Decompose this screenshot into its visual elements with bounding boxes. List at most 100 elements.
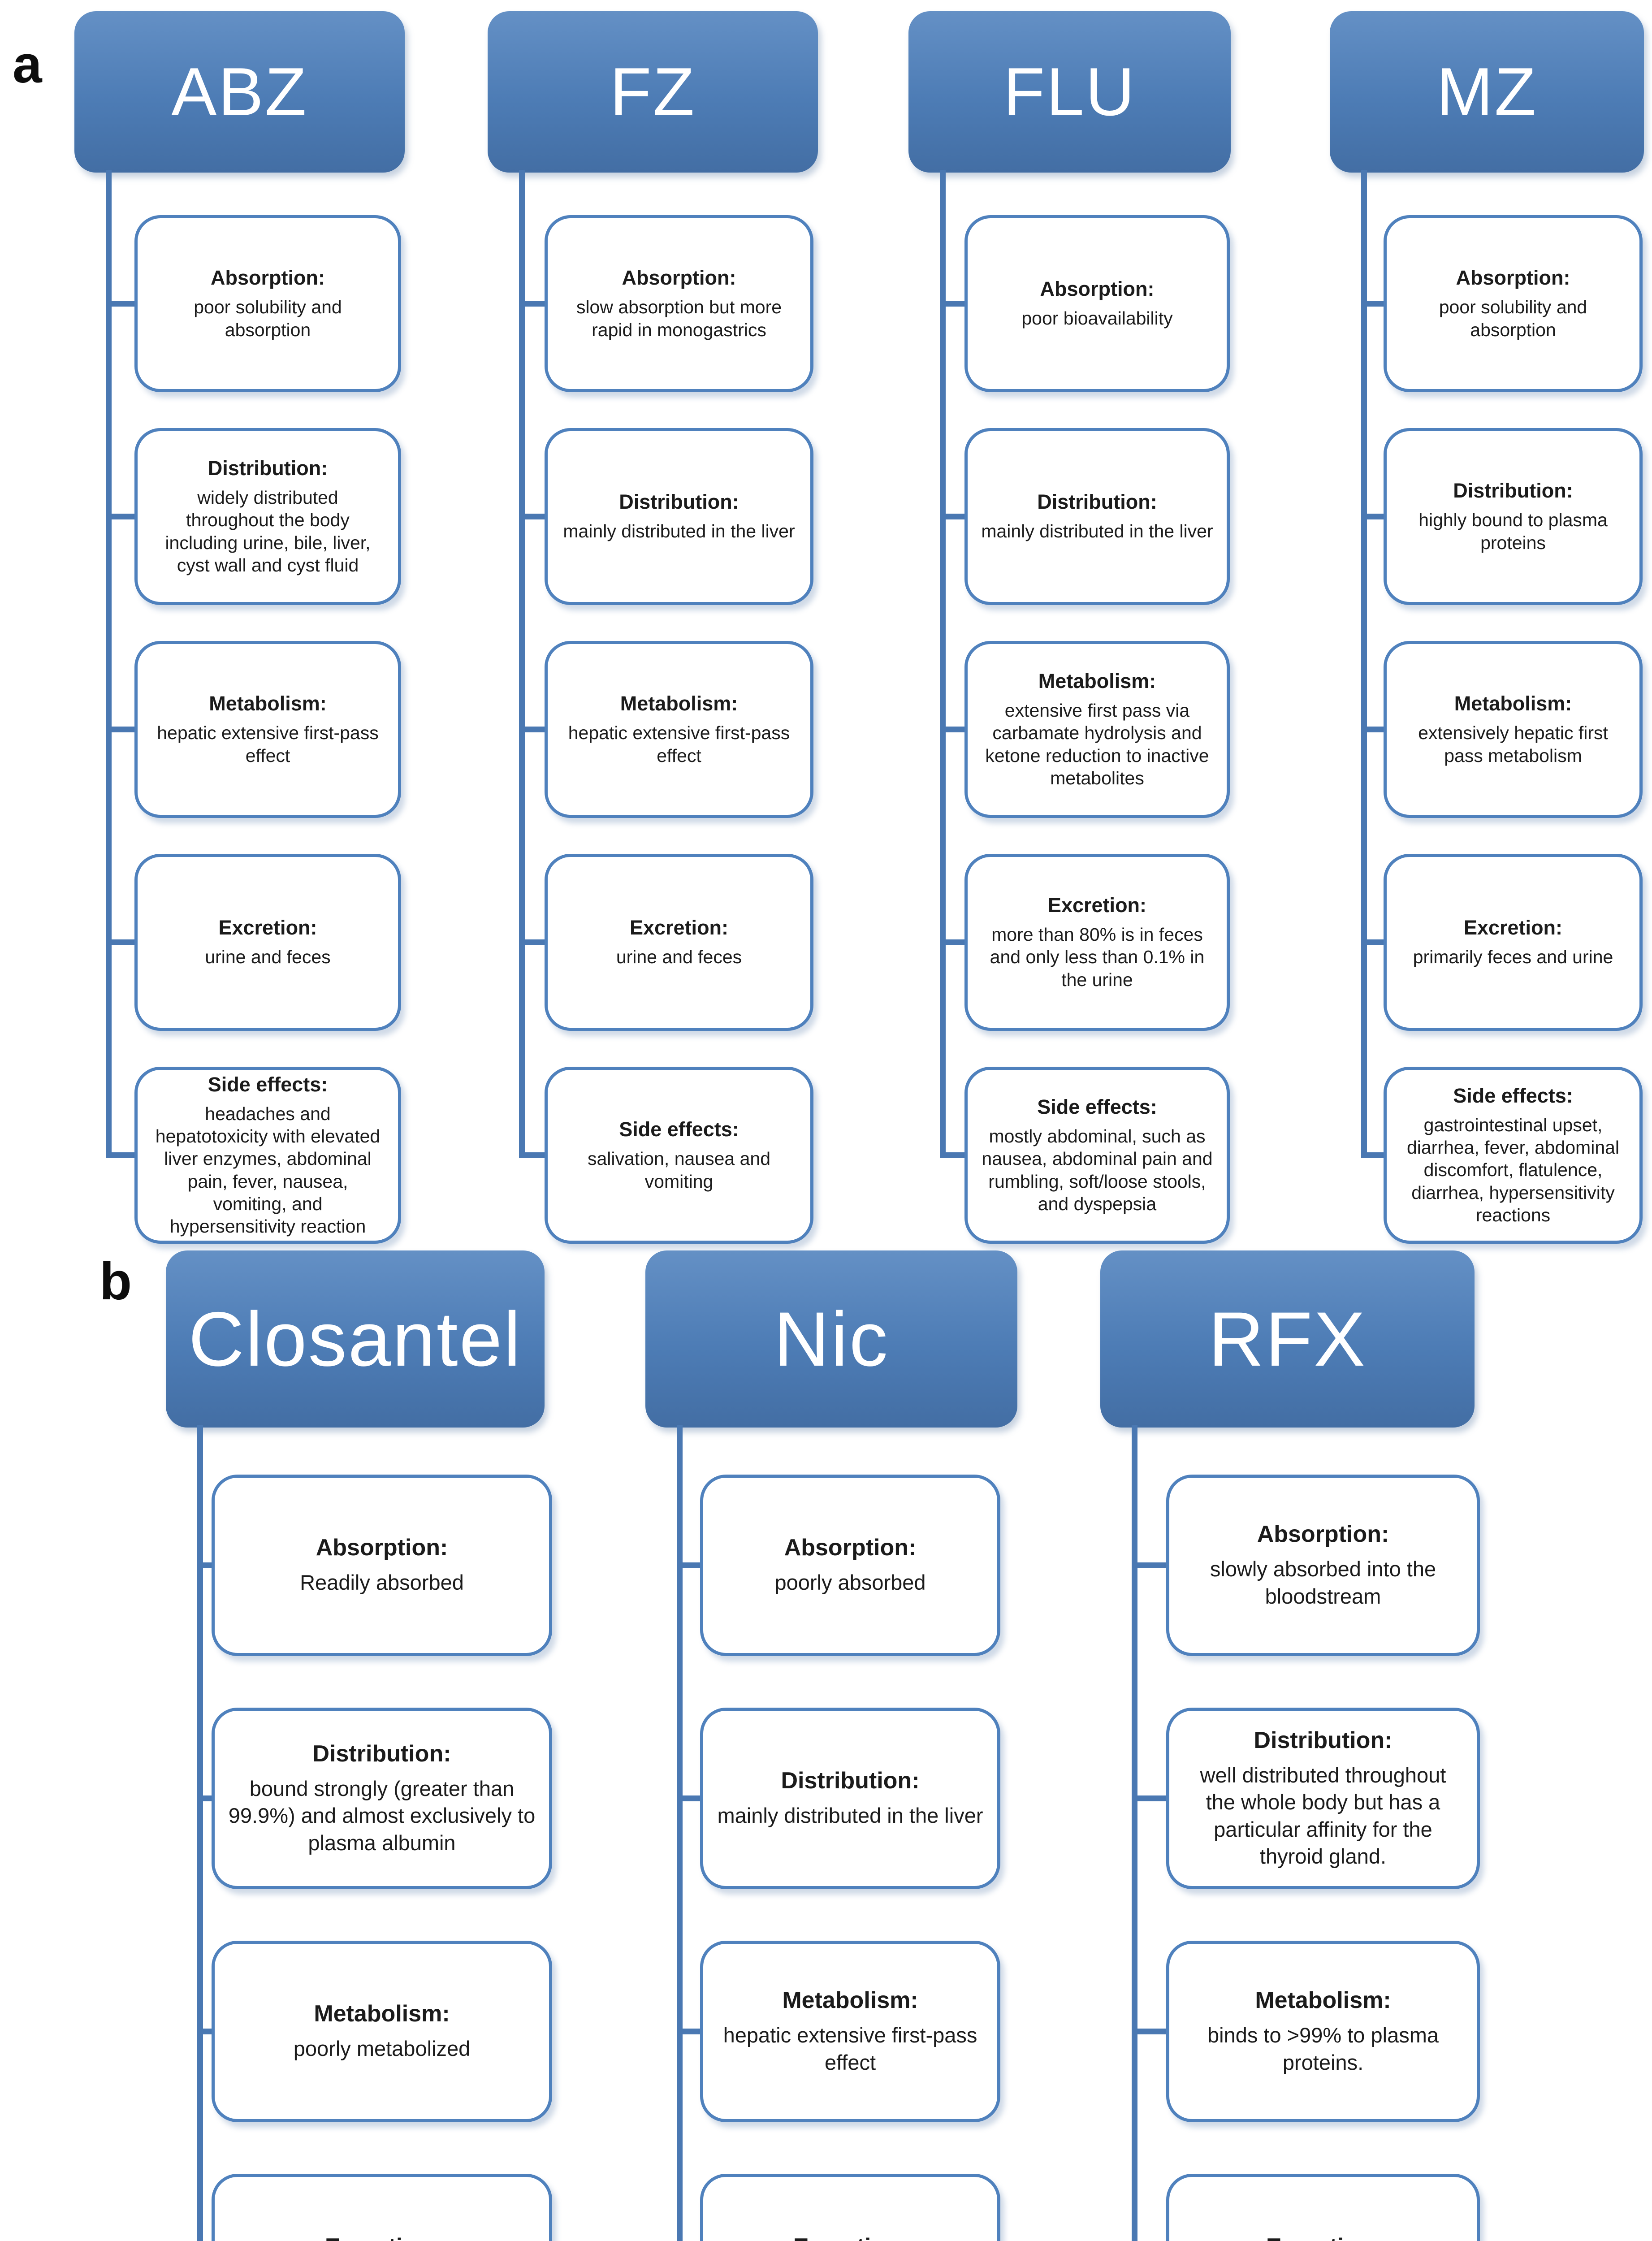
- connector-stub-rfx-absorption: [1132, 1562, 1166, 1568]
- info-box-body: hepatic extensive first-pass effect: [568, 722, 790, 766]
- info-box-flu-metabolism: Metabolism: extensive first pass via car…: [964, 641, 1230, 818]
- info-box-title: Excretion:: [218, 916, 317, 939]
- info-box-flu-distribution: Distribution: mainly distributed in the …: [964, 428, 1230, 605]
- info-box-mz-metabolism: Metabolism: extensively hepatic first pa…: [1384, 641, 1643, 818]
- connector-stub-flu-side-effects: [940, 1152, 964, 1158]
- info-box-body: extensive first pass via carbamate hydro…: [985, 700, 1209, 788]
- info-box-title: Absorption:: [784, 1535, 917, 1561]
- connector-stub-fz-distribution: [519, 513, 545, 519]
- connector-stub-mz-absorption: [1361, 300, 1384, 307]
- info-box-fz-excretion: Excretion: urine and feces: [545, 854, 813, 1031]
- info-box-title: Metabolism:: [1454, 692, 1572, 715]
- info-box-title: Distribution:: [1037, 490, 1157, 514]
- info-box-nic-absorption: Absorption: poorly absorbed: [700, 1475, 1000, 1656]
- connector-stub-nic-distribution: [677, 1795, 700, 1801]
- info-box-title: Excretion:: [325, 2233, 439, 2241]
- connector-stub-rfx-distribution: [1132, 1795, 1166, 1801]
- info-box-fz-metabolism: Metabolism: hepatic extensive first-pass…: [545, 641, 813, 818]
- info-box-title: Excretion:: [1047, 894, 1147, 917]
- drug-name-label: RFX: [1208, 1296, 1367, 1382]
- info-box-closantel-excretion: Excretion: Primarily in feces: [212, 2174, 552, 2241]
- info-box-body: slow absorption but more rapid in monoga…: [576, 297, 782, 340]
- connector-stub-rfx-metabolism: [1132, 2028, 1166, 2034]
- info-box-mz-side-effects: Side effects: gastrointestinal upset, di…: [1384, 1067, 1643, 1244]
- info-box-title: Excretion:: [1266, 2233, 1380, 2241]
- info-box-title: Metabolism:: [1038, 670, 1156, 693]
- info-box-body: mainly distributed in the liver: [981, 521, 1213, 542]
- info-box-title: Absorption:: [1040, 277, 1155, 301]
- connector-line-abz: [106, 170, 112, 1155]
- connector-stub-abz-side-effects: [106, 1152, 134, 1158]
- drug-name-label: MZ: [1436, 53, 1538, 130]
- info-box-title: Metabolism:: [1255, 1987, 1391, 2014]
- connector-stub-flu-excretion: [940, 939, 964, 945]
- info-box-title: Distribution:: [208, 457, 328, 480]
- info-box-title: Distribution:: [781, 1768, 920, 1794]
- drug-name-label: ABZ: [171, 53, 308, 130]
- info-box-rfx-distribution: Distribution: well distributed throughou…: [1166, 1708, 1480, 1889]
- info-box-title: Absorption:: [622, 266, 736, 290]
- info-box-body: poorly metabolized: [293, 2037, 471, 2061]
- drug-name-label: Nic: [774, 1296, 889, 1382]
- info-box-flu-absorption: Absorption: poor bioavailability: [964, 215, 1230, 392]
- info-box-title: Distribution:: [619, 490, 739, 514]
- drug-header-fz: FZ: [488, 11, 818, 173]
- info-box-rfx-excretion: Excretion: mainly through bile and feces: [1166, 2174, 1480, 2241]
- connector-line-nic: [677, 1425, 683, 2241]
- info-box-abz-excretion: Excretion: urine and feces: [134, 854, 401, 1031]
- drug-header-rfx: RFX: [1100, 1250, 1475, 1428]
- connector-stub-closantel-metabolism: [197, 2028, 212, 2034]
- info-box-body: Readily absorbed: [300, 1570, 464, 1595]
- info-box-title: Absorption:: [1257, 1521, 1389, 1548]
- drug-header-mz: MZ: [1330, 11, 1644, 173]
- connector-stub-nic-metabolism: [677, 2028, 700, 2034]
- info-box-body: extensively hepatic first pass metabolis…: [1418, 722, 1608, 766]
- info-box-body: well distributed throughout the whole bo…: [1200, 1763, 1446, 1868]
- info-box-body: more than 80% is in feces and only less …: [990, 924, 1205, 990]
- info-box-mz-absorption: Absorption: poor solubility and absorpti…: [1384, 215, 1643, 392]
- connector-stub-mz-distribution: [1361, 513, 1384, 519]
- info-box-body: urine and feces: [205, 947, 331, 968]
- info-box-body: poor bioavailability: [1021, 308, 1173, 329]
- info-box-nic-metabolism: Metabolism: hepatic extensive first-pass…: [700, 1941, 1000, 2122]
- info-box-body: headaches and hepatotoxicity with elevat…: [155, 1103, 381, 1237]
- info-box-closantel-metabolism: Metabolism: poorly metabolized: [212, 1941, 552, 2122]
- connector-stub-flu-absorption: [940, 300, 964, 307]
- connector-line-flu: [940, 170, 946, 1155]
- info-box-title: Side effects:: [1453, 1084, 1573, 1108]
- connector-line-rfx: [1132, 1425, 1137, 2241]
- info-box-title: Side effects:: [208, 1073, 328, 1096]
- info-box-rfx-absorption: Absorption: slowly absorbed into the blo…: [1166, 1475, 1480, 1656]
- connector-stub-nic-absorption: [677, 1562, 700, 1568]
- info-box-title: Side effects:: [619, 1118, 739, 1141]
- info-box-body: urine and feces: [616, 947, 742, 968]
- info-box-body: gastrointestinal upset, diarrhea, fever,…: [1406, 1115, 1620, 1225]
- connector-stub-abz-metabolism: [106, 726, 134, 732]
- info-box-body: highly bound to plasma proteins: [1418, 510, 1608, 553]
- drug-name-label: Closantel: [188, 1296, 522, 1382]
- info-box-body: mostly abdominal, such as nausea, abdomi…: [982, 1126, 1213, 1214]
- info-box-closantel-distribution: Distribution: bound strongly (greater th…: [212, 1708, 552, 1889]
- info-box-body: hepatic extensive first-pass effect: [157, 722, 379, 766]
- info-box-title: Excretion:: [629, 916, 729, 939]
- info-box-title: Excretion:: [793, 2233, 907, 2241]
- info-box-title: Distribution:: [1254, 1727, 1393, 1754]
- info-box-body: binds to >99% to plasma proteins.: [1207, 2023, 1439, 2074]
- connector-stub-mz-side-effects: [1361, 1152, 1384, 1158]
- connector-stub-flu-metabolism: [940, 726, 964, 732]
- connector-stub-fz-excretion: [519, 939, 545, 945]
- connector-stub-fz-side-effects: [519, 1152, 545, 1158]
- info-box-body: widely distributed throughout the body i…: [165, 487, 371, 575]
- connector-stub-flu-distribution: [940, 513, 964, 519]
- info-box-body: poorly absorbed: [774, 1570, 926, 1595]
- info-box-title: Absorption:: [1456, 266, 1570, 290]
- connector-stub-closantel-absorption: [197, 1562, 212, 1568]
- connector-stub-mz-metabolism: [1361, 726, 1384, 732]
- panel-label-a: a: [13, 35, 42, 94]
- connector-line-fz: [519, 170, 525, 1155]
- info-box-fz-distribution: Distribution: mainly distributed in the …: [545, 428, 813, 605]
- info-box-body: bound strongly (greater than 99.9%) and …: [228, 1777, 536, 1855]
- info-box-nic-excretion: Excretion: urine and feces: [700, 2174, 1000, 2241]
- info-box-title: Metabolism:: [209, 692, 327, 715]
- info-box-abz-side-effects: Side effects: headaches and hepatotoxici…: [134, 1067, 401, 1244]
